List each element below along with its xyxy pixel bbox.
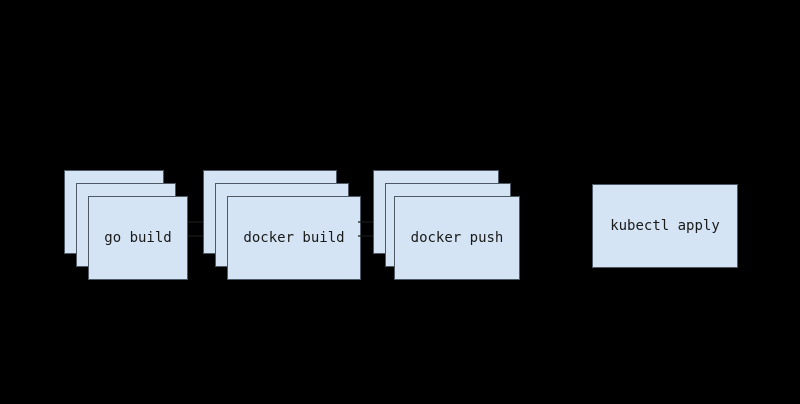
node-kubectl-apply-label: kubectl apply <box>610 218 720 234</box>
node-docker-build[interactable]: docker build <box>227 196 361 280</box>
node-go-build-label: go build <box>104 230 172 246</box>
node-docker-push-label: docker push <box>410 230 504 246</box>
node-go-build[interactable]: go build <box>88 196 188 280</box>
node-docker-push[interactable]: docker push <box>394 196 520 280</box>
node-docker-build-label: docker build <box>243 230 345 246</box>
node-kubectl-apply[interactable]: kubectl apply <box>592 184 738 268</box>
